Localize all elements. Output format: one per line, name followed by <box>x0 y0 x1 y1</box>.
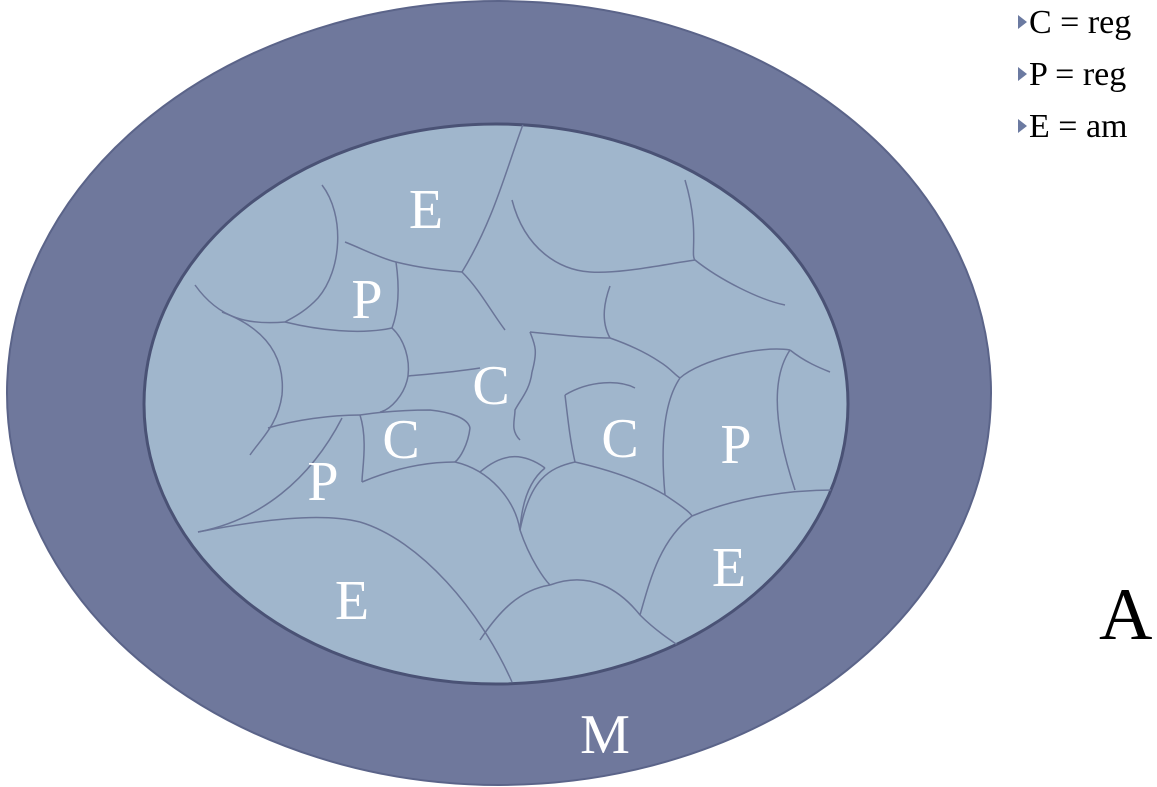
boundary-line <box>513 371 533 441</box>
boundary-line <box>395 261 463 273</box>
boundary-line <box>359 409 471 429</box>
label-e-bottom-left: E <box>335 570 369 632</box>
triangle-bullet-icon <box>1018 67 1027 82</box>
boundary-line <box>391 327 410 377</box>
boundary-line <box>359 521 513 683</box>
boundary-line <box>519 467 546 531</box>
legend-item: P = reg <box>1018 56 1131 108</box>
boundary-line <box>609 337 681 379</box>
boundary-line <box>694 259 786 306</box>
boundary-line <box>359 414 365 483</box>
boundary-line <box>679 348 791 379</box>
boundary-line <box>603 285 611 339</box>
label-p-right: P <box>720 414 751 476</box>
boundary-line <box>407 367 481 377</box>
boundary-line <box>662 377 681 496</box>
boundary-line <box>684 179 696 261</box>
boundary-line <box>564 381 636 396</box>
boundary-line <box>519 461 576 531</box>
label-c-left: C <box>382 409 419 471</box>
boundary-line <box>267 414 361 429</box>
boundary-line <box>454 427 471 463</box>
triangle-bullet-icon <box>1018 15 1027 30</box>
boundary-line <box>789 349 831 373</box>
boundary-line <box>221 311 284 456</box>
boundary-line <box>197 516 361 533</box>
label-c-right: C <box>601 408 638 470</box>
label-p-upper-left: P <box>351 269 382 331</box>
boundary-line <box>461 271 506 331</box>
boundary-line <box>529 331 611 339</box>
boundary-line <box>511 199 696 274</box>
label-e-top: E <box>409 179 443 241</box>
boundary-line <box>479 584 551 641</box>
boundary-line <box>454 461 551 586</box>
boundary-line <box>549 579 686 651</box>
boundary-line <box>197 417 343 533</box>
boundary-line <box>344 241 397 263</box>
legend-item-text: C = reg <box>1029 4 1132 41</box>
boundary-line <box>391 261 399 329</box>
legend-item-text: E = am <box>1029 108 1128 145</box>
triangle-bullet-icon <box>1018 119 1027 134</box>
boundary-line <box>664 494 693 517</box>
label-m-outer-ring: M <box>580 704 630 766</box>
label-e-bottom-right: E <box>712 537 746 599</box>
large-letter: A <box>1099 574 1153 656</box>
legend-list: C = reg P = reg E = am <box>1018 0 1131 160</box>
legend-item: C = reg <box>1018 4 1131 56</box>
boundary-line <box>574 461 666 496</box>
boundary-line <box>776 349 796 491</box>
boundary-line <box>284 184 339 323</box>
boundary-line <box>564 394 576 463</box>
boundary-line <box>461 124 536 273</box>
boundary-line <box>529 331 537 373</box>
boundary-line <box>284 321 393 333</box>
boundary-line <box>479 455 546 473</box>
boundary-line <box>639 515 693 616</box>
boundary-line <box>691 489 836 517</box>
boundary-line <box>379 375 409 413</box>
region-boundaries <box>194 124 836 683</box>
label-c-center: C <box>472 355 509 417</box>
legend-item-text: P = reg <box>1029 56 1127 93</box>
boundary-line <box>361 461 456 483</box>
label-p-left: P <box>307 451 338 513</box>
legend-item: E = am <box>1018 108 1131 160</box>
